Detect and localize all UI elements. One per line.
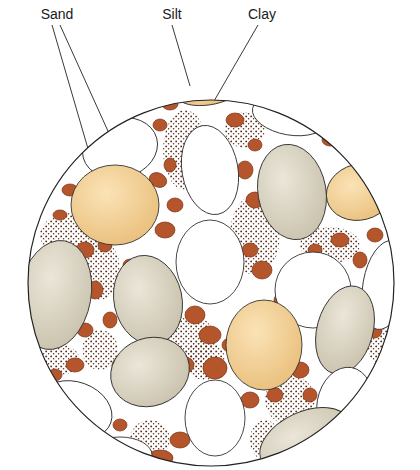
part-label: Silt <box>160 6 183 22</box>
part-label: Clay <box>246 6 278 22</box>
part-label: Sand <box>39 6 76 22</box>
sample-outline <box>28 100 394 466</box>
sand-grains <box>10 77 414 470</box>
